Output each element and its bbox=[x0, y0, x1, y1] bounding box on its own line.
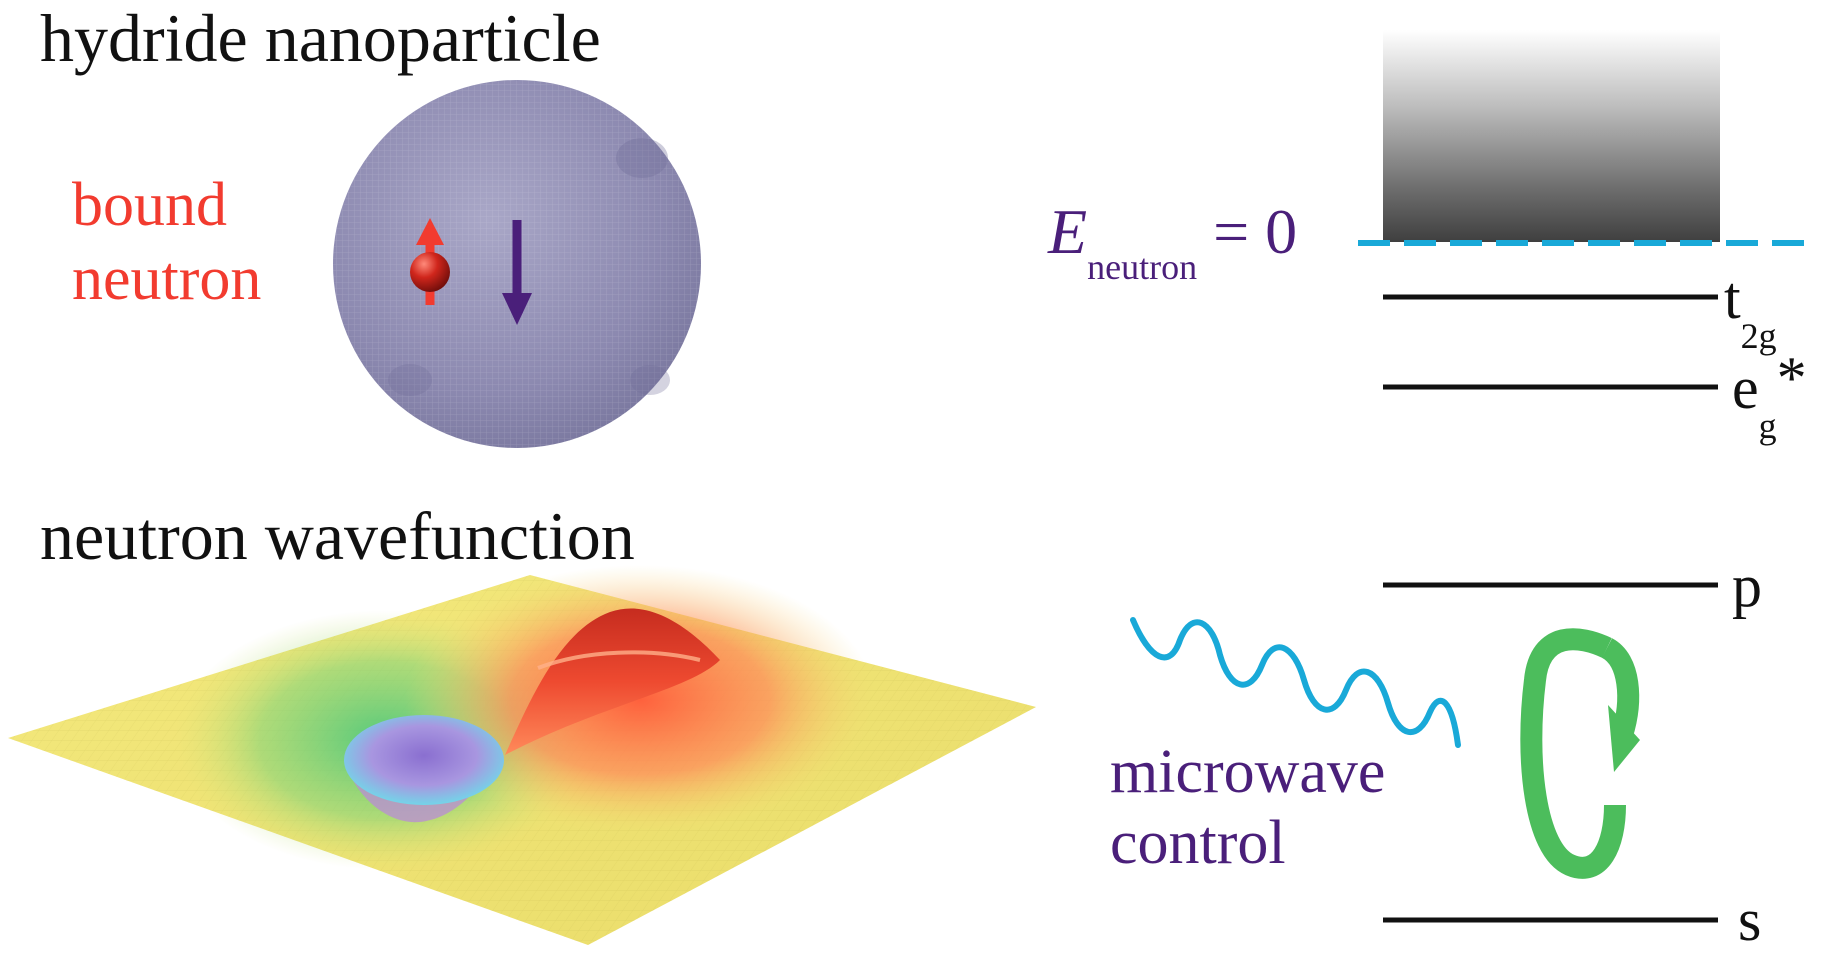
bound-neutron-line-2: neutron bbox=[72, 245, 262, 314]
neutron-wavefunction-surface bbox=[8, 565, 1036, 945]
bound-neutron-label: bound neutron bbox=[72, 168, 261, 317]
energy-subscript: neutron bbox=[1087, 247, 1198, 287]
microwave-control-line-2: control bbox=[1110, 809, 1286, 878]
level-p-label: p bbox=[1732, 553, 1762, 619]
level-s-label: s bbox=[1738, 887, 1762, 953]
bound-neutron-spin-up-icon bbox=[410, 218, 450, 305]
microwave-control-line-1: microwave bbox=[1110, 738, 1386, 806]
microwave-control-label: microwave control bbox=[1110, 737, 1385, 880]
wavefunction-title: neutron wavefunction bbox=[40, 498, 635, 574]
continuum-band bbox=[1383, 30, 1720, 242]
eg-star: * bbox=[1776, 345, 1807, 411]
level-t2g-label: t2g bbox=[1724, 265, 1777, 354]
nanoparticle-title: hydride nanoparticle bbox=[40, 0, 601, 76]
eg-base: e bbox=[1732, 355, 1759, 421]
t2g-base: t bbox=[1724, 265, 1741, 331]
energy-symbol: E bbox=[1048, 196, 1088, 267]
t2g-subscript: 2g bbox=[1740, 316, 1777, 356]
bound-neutron-line-1: bound bbox=[72, 171, 227, 239]
energy-equals-zero: = 0 bbox=[1197, 196, 1298, 267]
microwave-wave-icon bbox=[1130, 617, 1461, 748]
spin-down-arrow-icon bbox=[502, 220, 532, 325]
eg-subscript: g bbox=[1758, 406, 1777, 446]
level-eg-label: eg* bbox=[1732, 348, 1807, 444]
transition-circular-arrow-icon bbox=[1520, 628, 1640, 879]
zero-energy-label: Eneutron = 0 bbox=[1048, 200, 1297, 286]
